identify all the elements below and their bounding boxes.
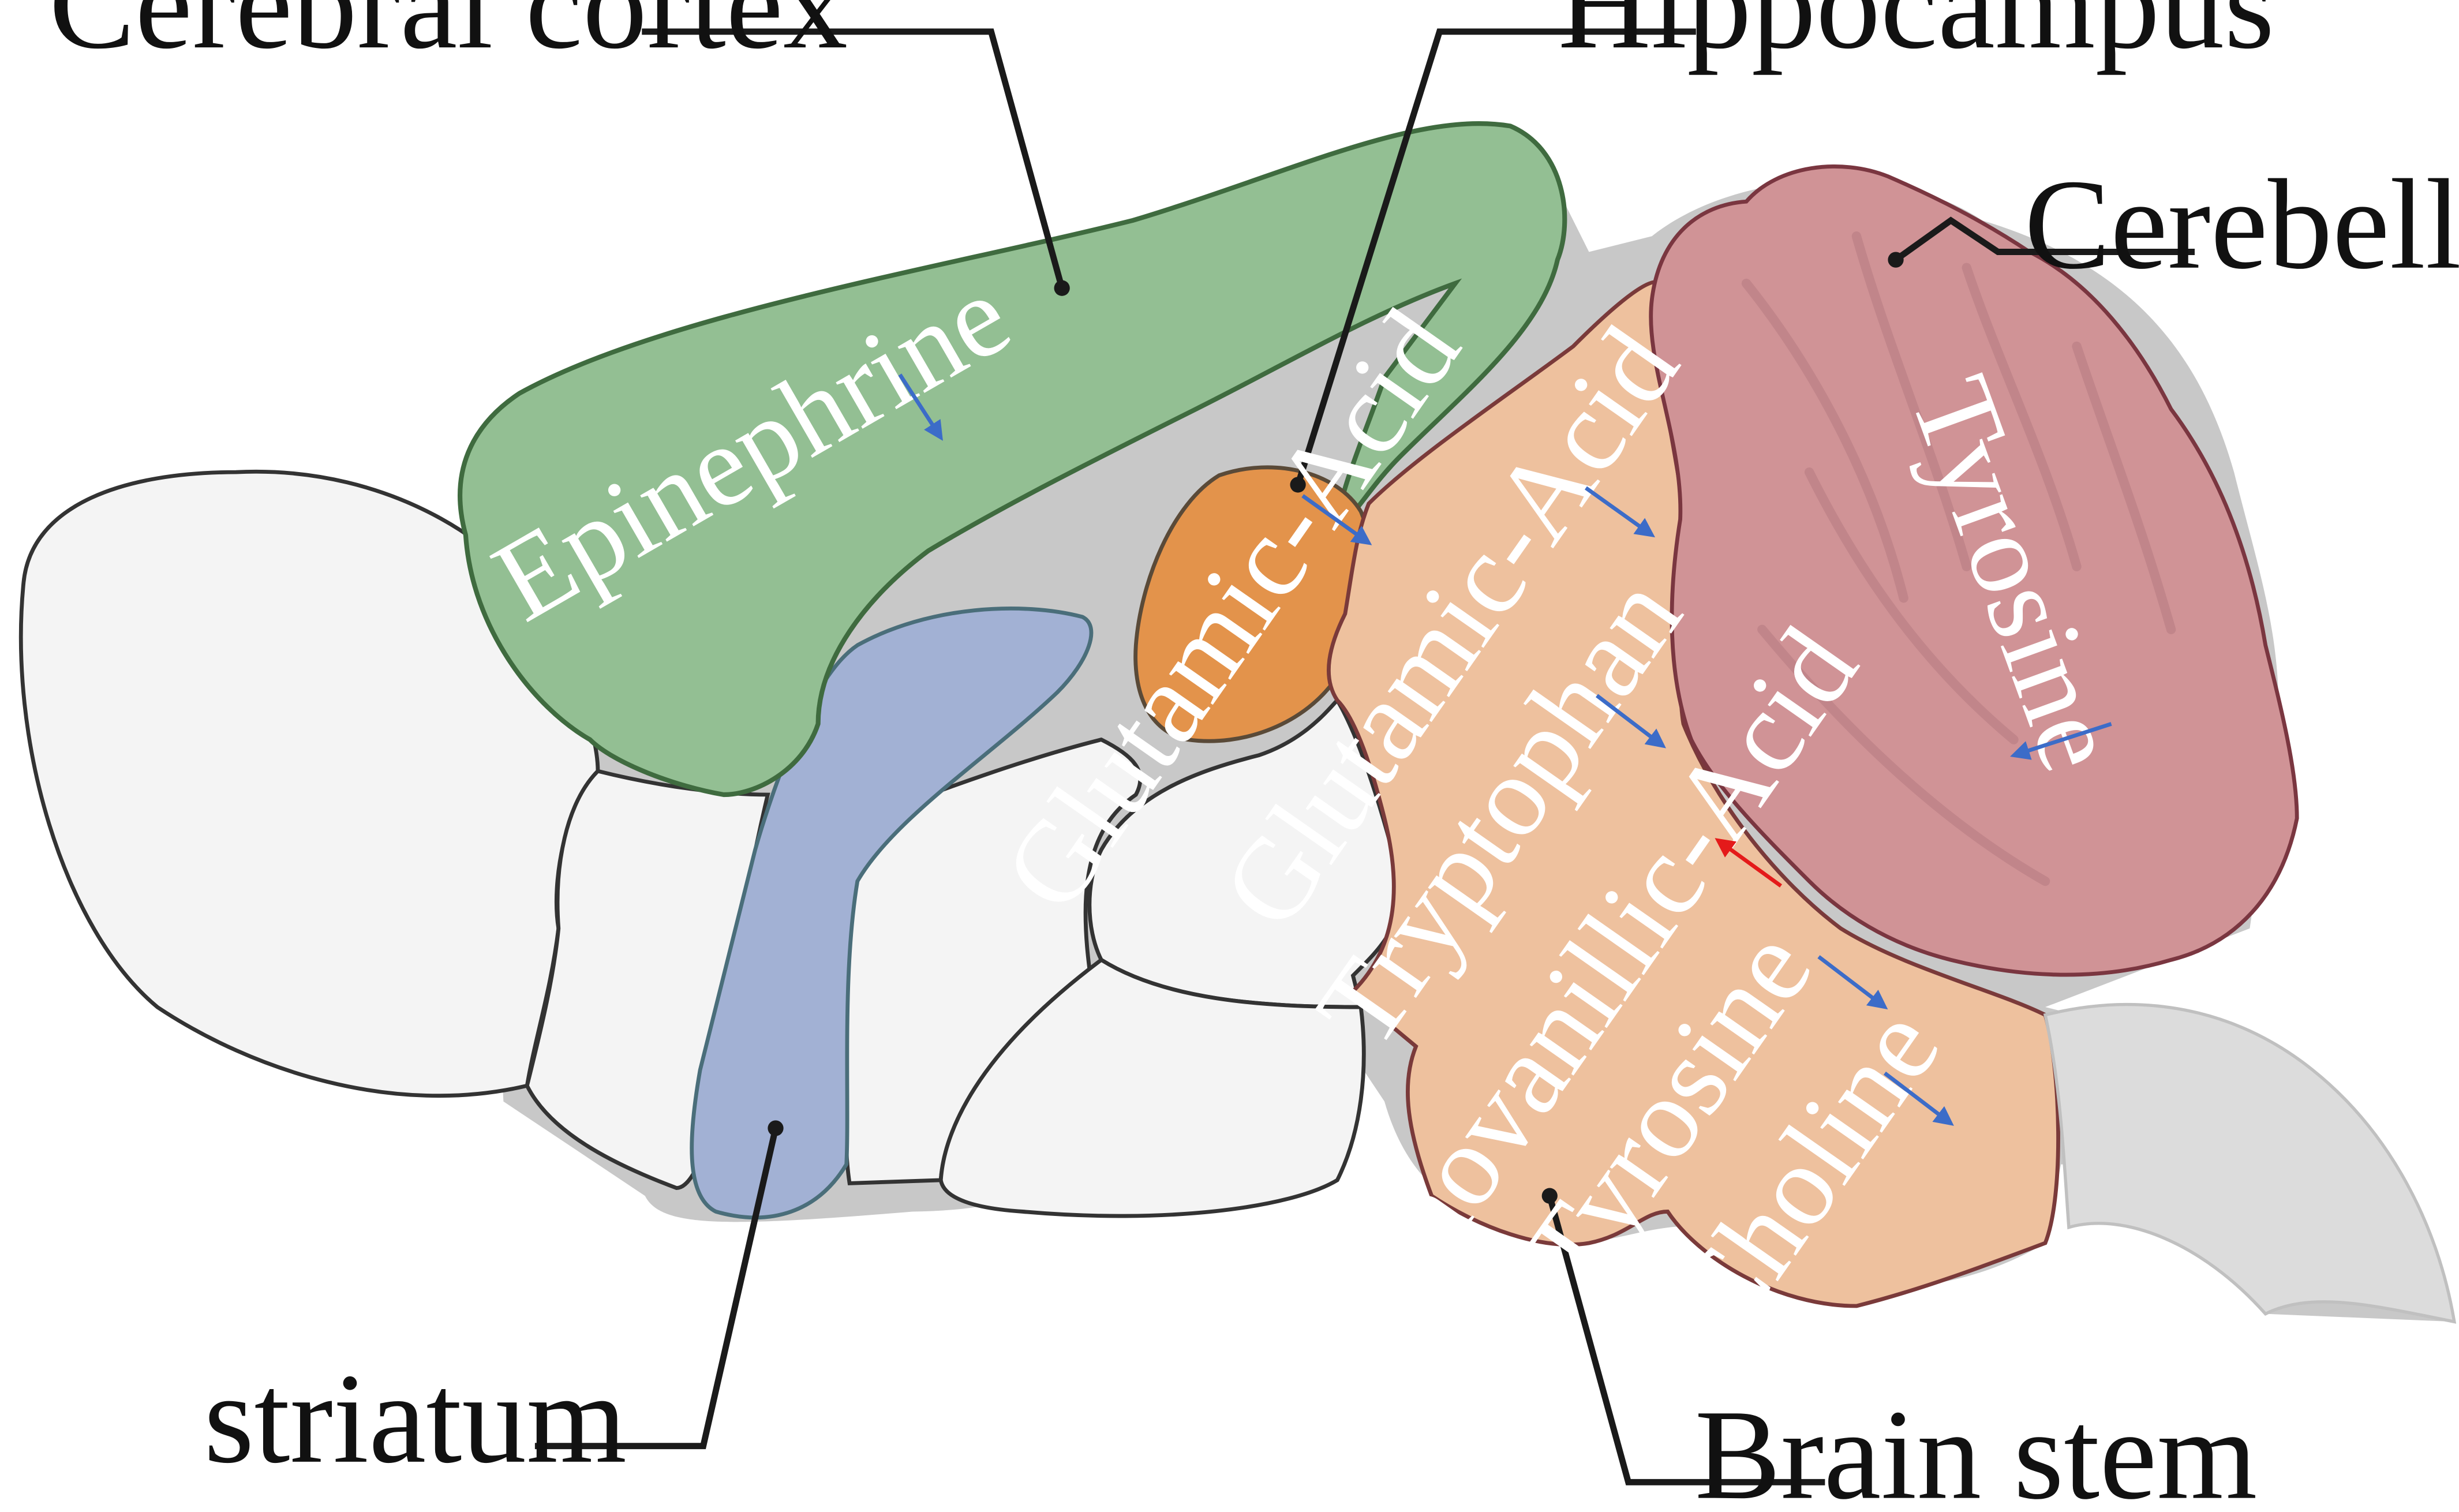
down-right-arrow-icon (1301, 494, 1372, 545)
down-right-arrow-icon (1595, 694, 1666, 748)
cerebral-cortex-label: Cerebral cortex (49, 0, 848, 76)
striatum-leader (534, 1127, 779, 1450)
cerebellum-label: Cerebellum (2024, 154, 2459, 296)
brain-stem-leader (1547, 1195, 1825, 1485)
brain-stem-label: Brain stem (1695, 1384, 2258, 1509)
down-right-arrow-icon (1883, 1071, 1954, 1126)
cerebral-cortex-region (458, 121, 1567, 798)
cerebellum-region (1649, 164, 2299, 977)
hippocampus-label: Hippocampus (1558, 0, 2275, 76)
down-right-arrow-icon (1584, 486, 1656, 538)
hippocampus-region (1133, 465, 1373, 743)
cerebral-cortex-dot (1054, 280, 1070, 296)
cerebellum-dot (1888, 252, 1904, 268)
striatum-label: striatum (204, 1348, 627, 1490)
hippocampus-leader (1294, 28, 1696, 486)
down-left-arrow-icon (2010, 722, 2112, 760)
striatum-dot (768, 1120, 784, 1136)
brain-stem-dot (1541, 1188, 1558, 1204)
down-right-arrow-icon (898, 373, 943, 441)
up-left-arrow-icon (1715, 838, 1783, 888)
down-right-arrow-icon (1817, 955, 1888, 1010)
cerebellum-folia (1741, 231, 2176, 886)
white-lobe-5 (938, 957, 1366, 1218)
cerebral-cortex-leader (642, 28, 1065, 289)
hippocampus-dot (1290, 477, 1306, 493)
cerebellum-leader (1893, 216, 2195, 263)
spinal-cord (2043, 1002, 2457, 1324)
